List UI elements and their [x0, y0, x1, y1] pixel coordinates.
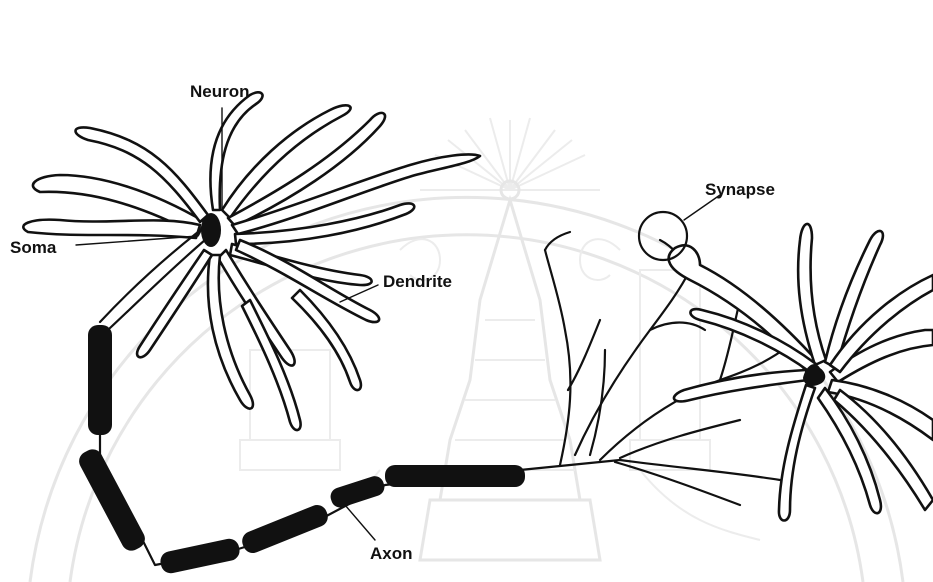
synapse-label: Synapse [705, 180, 775, 199]
myelin-segment [239, 502, 331, 556]
myelin-segment [385, 465, 525, 487]
soma-label: Soma [10, 238, 57, 257]
soma-nucleus [201, 213, 221, 247]
neuron-label: Neuron [190, 82, 250, 101]
myelin-segment [159, 537, 242, 575]
myelin-segment [76, 446, 149, 554]
axon-leader [345, 505, 375, 540]
dendrite-leader [340, 285, 378, 302]
axon-label: Axon [370, 544, 413, 563]
dendrite-label: Dendrite [383, 272, 452, 291]
myelin-segment [88, 325, 112, 435]
myelin-segment [328, 474, 386, 510]
neuron-right [669, 224, 933, 521]
soma-leader [76, 236, 198, 245]
